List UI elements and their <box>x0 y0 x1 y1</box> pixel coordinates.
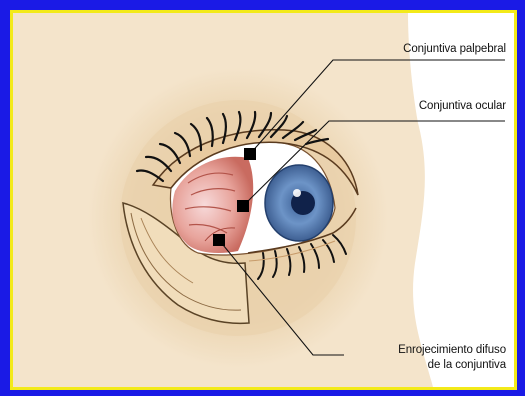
label-conjuntiva-palpebral: Conjuntiva palpebral <box>403 43 506 55</box>
eye-illustration <box>13 13 514 387</box>
marker-palpebral <box>244 148 256 160</box>
face-side <box>408 13 514 387</box>
label-conjuntiva-ocular: Conjuntiva ocular <box>419 100 506 112</box>
label-enrojecimiento-line1: Enrojecimiento difuso <box>398 343 506 358</box>
marker-redness <box>213 234 225 246</box>
label-enrojecimiento: Enrojecimiento difuso de la conjuntiva <box>398 343 506 373</box>
marker-ocular <box>237 200 249 212</box>
diagram-panel: Conjuntiva palpebral Conjuntiva ocular E… <box>10 10 517 390</box>
label-enrojecimiento-line2: de la conjuntiva <box>398 358 506 373</box>
